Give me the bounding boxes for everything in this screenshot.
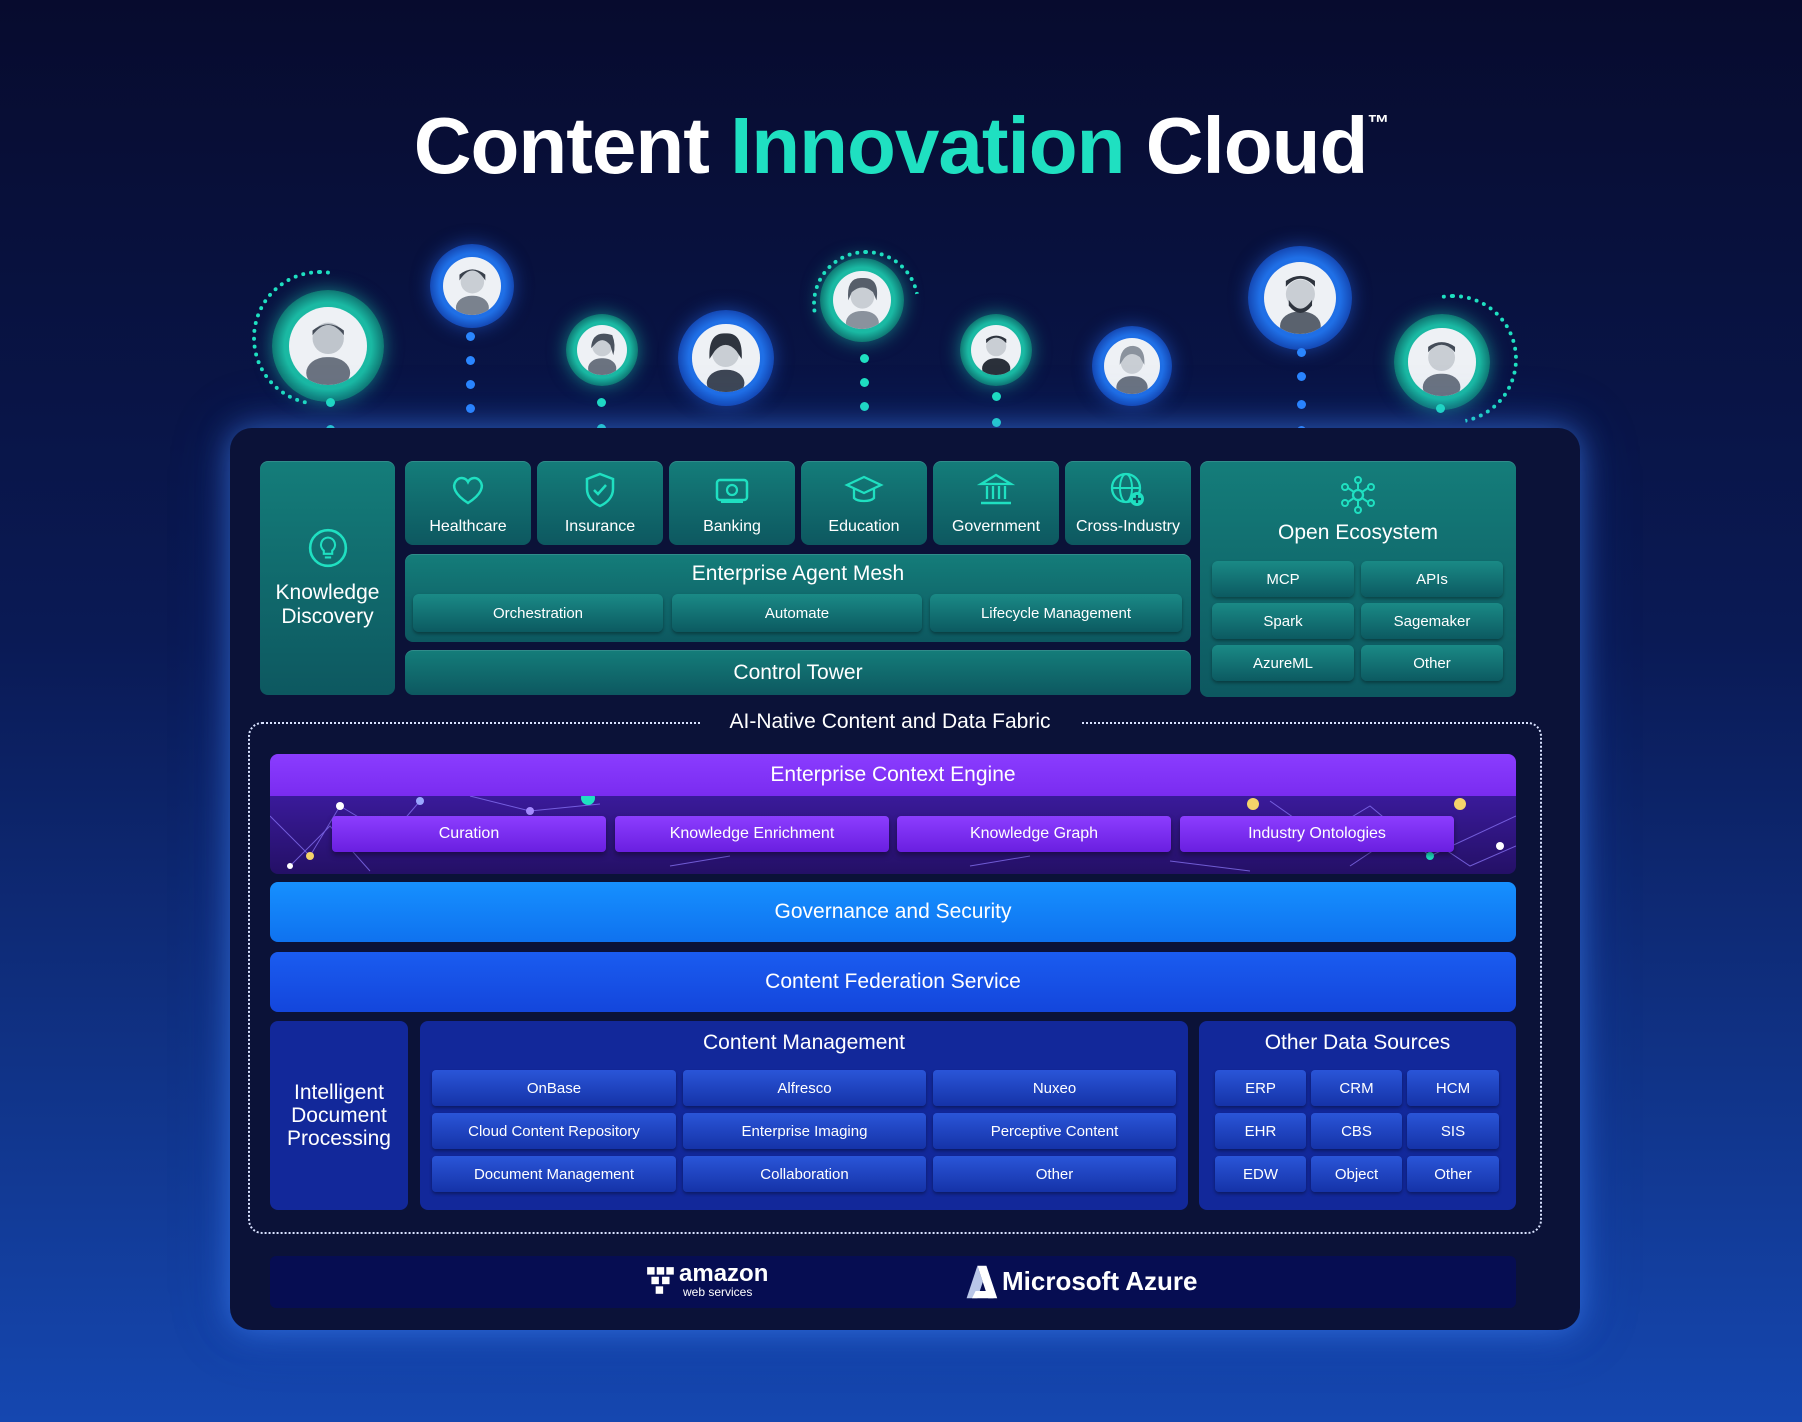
persona-avatar [960,314,1032,386]
industry-healthcare[interactable]: Healthcare [405,461,531,545]
content-federation-service: Content Federation Service [270,952,1516,1012]
cm-item-nuxeo[interactable]: Nuxeo [933,1070,1176,1106]
page-title: Content Innovation Cloud™ [413,101,1390,190]
network-lines-icon [270,796,1516,872]
persona-avatar [430,244,514,328]
person-icon [981,335,1011,376]
cm-item-other[interactable]: Other [933,1156,1176,1192]
ecosystem-item-sagemaker[interactable]: Sagemaker [1361,603,1503,639]
source-item-object[interactable]: Object [1311,1156,1402,1192]
industry-cross-industry[interactable]: Cross-Industry [1065,461,1191,545]
source-item-hcm[interactable]: HCM [1407,1070,1499,1106]
cloud-providers-bar [270,1256,1516,1308]
ecosystem-item-azureml[interactable]: AzureML [1212,645,1354,681]
source-item-crm[interactable]: CRM [1311,1070,1402,1106]
person-icon [707,333,745,392]
shield-check-icon [585,472,615,508]
persona-avatar [678,310,774,406]
source-item-ehr[interactable]: EHR [1215,1113,1306,1149]
industry-insurance[interactable]: Insurance [537,461,663,545]
network-hub-icon [1341,476,1375,514]
globe-plus-icon [1110,472,1144,506]
source-item-edw[interactable]: EDW [1215,1156,1306,1192]
money-icon [715,478,749,503]
person-icon [1116,345,1148,394]
aws-logo: amazon web services [645,1258,768,1306]
persona-avatar [1092,326,1172,406]
mesh-item-lifecycle-management[interactable]: Lifecycle Management [930,594,1182,632]
persona-avatar [820,258,904,342]
source-item-erp[interactable]: ERP [1215,1070,1306,1106]
graduation-cap-icon [844,475,884,503]
knowledge-discovery-box: Knowledge Discovery [260,461,395,695]
aws-cubes-icon [647,1267,674,1294]
context-item-knowledge-graph[interactable]: Knowledge Graph [897,816,1171,852]
heart-icon [452,476,484,505]
cm-item-collaboration[interactable]: Collaboration [683,1156,926,1192]
cm-item-perceptive-content[interactable]: Perceptive Content [933,1113,1176,1149]
persona-avatar [272,290,384,402]
governance-and-security: Governance and Security [270,882,1516,942]
lightbulb-icon [308,528,347,568]
industry-banking[interactable]: Banking [669,461,795,545]
ecosystem-item-apis[interactable]: APIs [1361,561,1503,597]
person-icon [455,268,489,316]
azure-a-icon [966,1265,998,1299]
source-item-sis[interactable]: SIS [1407,1113,1499,1149]
control-tower: Control Tower [405,650,1191,695]
persona-row [0,230,1802,450]
persona-avatar [1248,246,1352,350]
cm-item-enterprise-imaging[interactable]: Enterprise Imaging [683,1113,926,1149]
persona-avatar [566,314,638,386]
cm-item-alfresco[interactable]: Alfresco [683,1070,926,1106]
ecosystem-item-spark[interactable]: Spark [1212,603,1354,639]
industry-government[interactable]: Government [933,461,1059,545]
ecosystem-item-mcp[interactable]: MCP [1212,561,1354,597]
government-building-icon [976,473,1016,505]
source-item-other[interactable]: Other [1407,1156,1499,1192]
person-icon [1279,275,1321,335]
ecosystem-item-other[interactable]: Other [1361,645,1503,681]
industry-education[interactable]: Education [801,461,927,545]
source-item-cbs[interactable]: CBS [1311,1113,1402,1149]
knowledge-discovery-label: Knowledge Discovery [275,581,380,628]
data-fabric-label: AI-Native Content and Data Fabric [700,708,1080,736]
context-item-industry-ontologies[interactable]: Industry Ontologies [1180,816,1454,852]
mesh-item-orchestration[interactable]: Orchestration [413,594,663,632]
context-item-curation[interactable]: Curation [332,816,606,852]
person-icon [306,322,350,386]
person-icon [845,277,879,330]
cm-item-onbase[interactable]: OnBase [432,1070,676,1106]
persona-avatar [1394,314,1490,410]
mesh-item-automate[interactable]: Automate [672,594,922,632]
context-item-knowledge-enrichment[interactable]: Knowledge Enrichment [615,816,889,852]
enterprise-context-engine: Enterprise Context Engine [270,754,1516,796]
cm-item-cloud-content-repository[interactable]: Cloud Content Repository [432,1113,676,1149]
person-icon [587,333,617,376]
azure-logo: Microsoft Azure [962,1262,1198,1302]
cm-item-document-management[interactable]: Document Management [432,1156,676,1192]
person-icon [1423,342,1461,396]
